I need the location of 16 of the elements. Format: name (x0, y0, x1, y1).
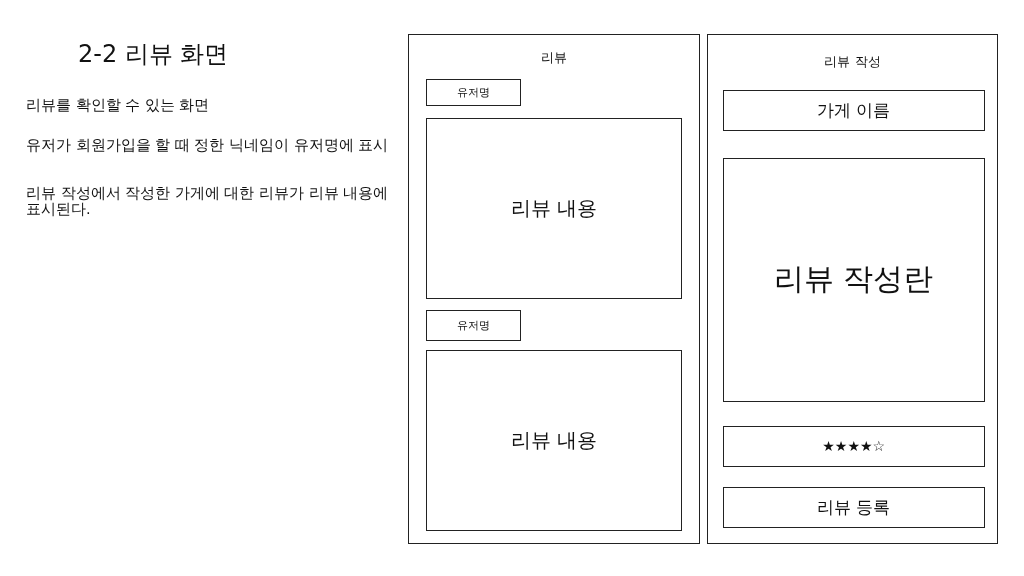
review-content-box: 리뷰 내용 (425, 349, 682, 531)
username-box: 유저명 (425, 309, 521, 341)
username-box: 유저명 (425, 78, 521, 106)
star-rating: ★★★★☆ (722, 425, 985, 467)
description-text: 유저가 회원가입을 할 때 정한 닉네임이 유저명에 표시 (26, 137, 390, 153)
description-text: 리뷰를 확인할 수 있는 화면 (26, 97, 211, 113)
phone-screen (707, 34, 998, 544)
phone-screen (408, 34, 700, 544)
description-text: 리뷰 작성에서 작성한 가게에 대한 리뷰가 리뷰 내용에 표시된다. (26, 185, 390, 217)
store-name-field: 가게 이름 (722, 89, 985, 131)
review-content-box: 리뷰 내용 (425, 117, 682, 299)
screen-heading: 리뷰 (541, 49, 567, 67)
submit-button: 리뷰 등록 (722, 486, 985, 528)
page-title: 2-2 리뷰 화면 (78, 39, 229, 70)
screen-heading: 리뷰 작성 (824, 53, 881, 71)
review-input-area: 리뷰 작성란 (722, 157, 985, 402)
